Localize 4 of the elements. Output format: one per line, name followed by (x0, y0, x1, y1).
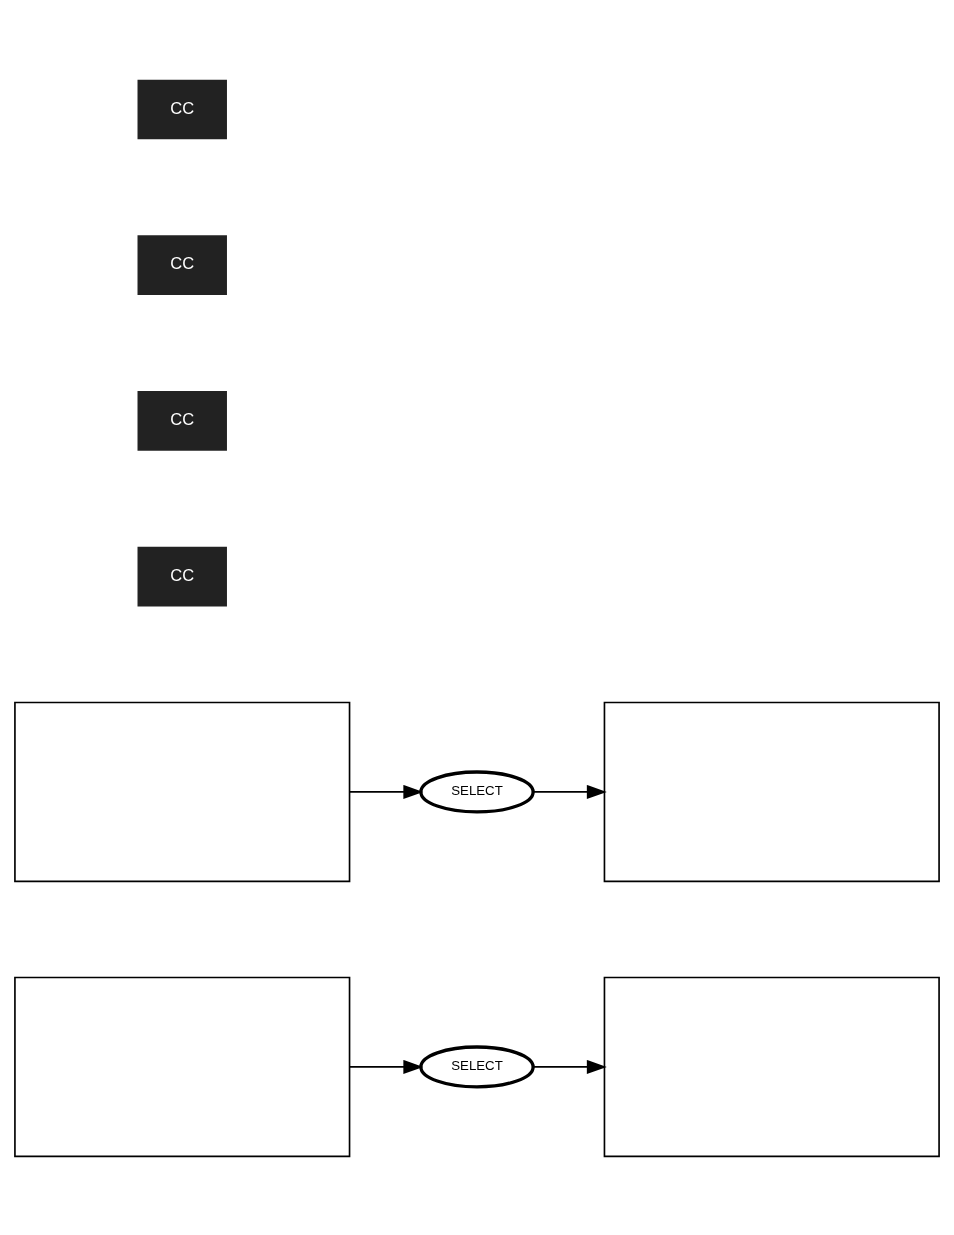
label: CC (170, 98, 195, 118)
label: CC (170, 565, 195, 585)
label: CC (170, 253, 195, 273)
label: CC (170, 409, 195, 429)
